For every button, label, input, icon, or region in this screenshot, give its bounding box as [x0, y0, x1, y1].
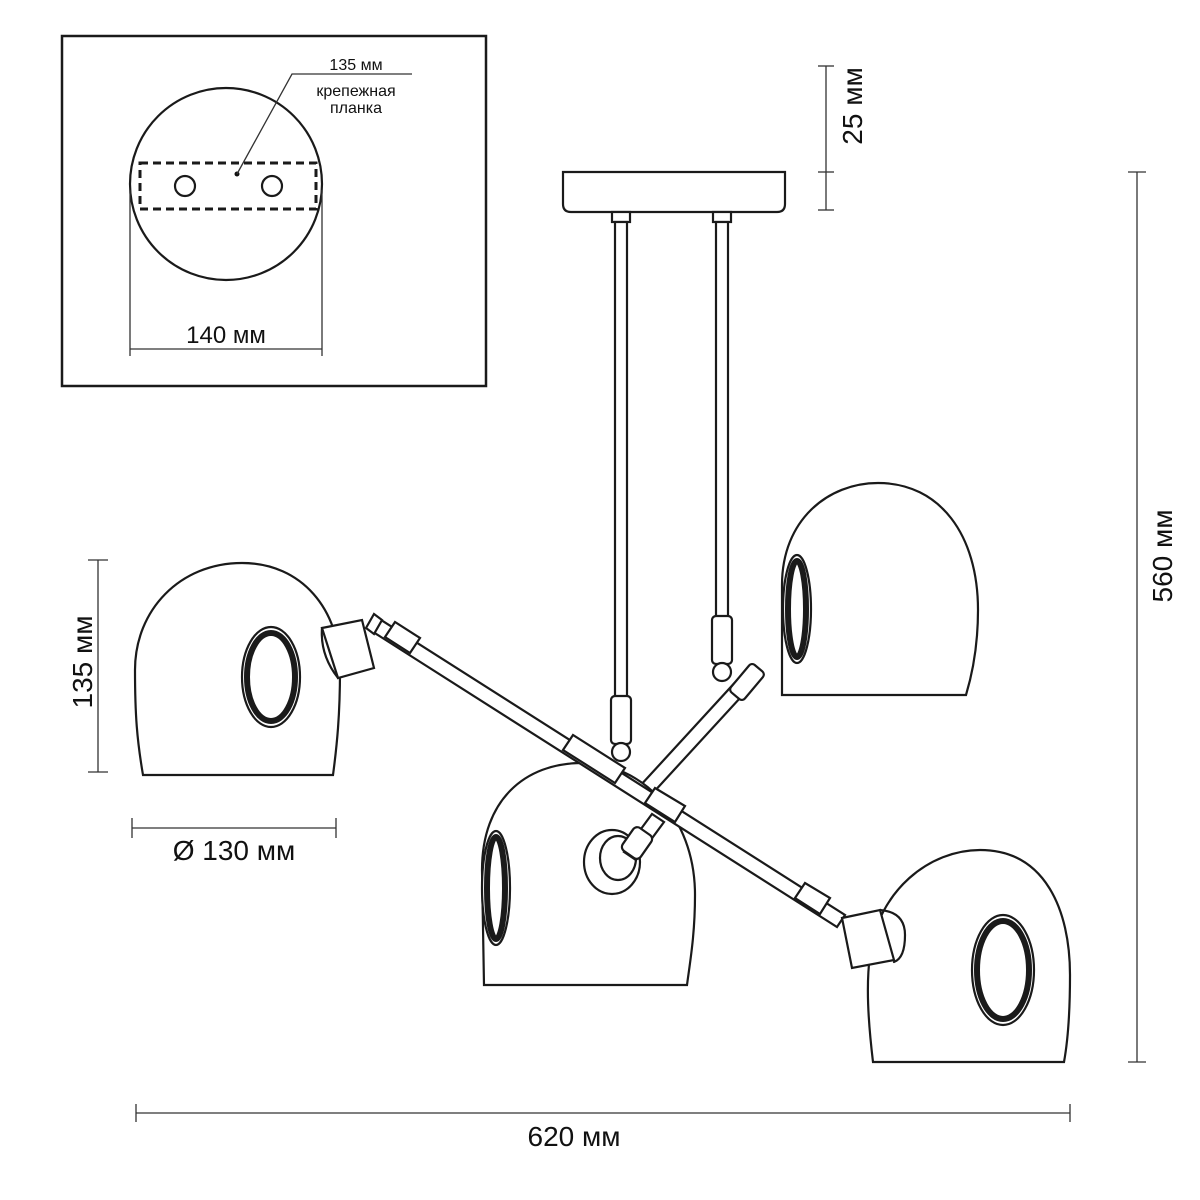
arm-main-tip — [364, 612, 384, 636]
shade-opening — [240, 625, 302, 729]
dimension-total-height: 560 мм — [1128, 171, 1178, 1063]
socket-edge — [878, 908, 907, 964]
rod-right — [714, 220, 730, 622]
dimension-shade-height: 135 мм — [67, 559, 108, 773]
shade-opening-rim — [244, 630, 298, 724]
dimension-canopy-height: 25 мм — [818, 65, 868, 211]
canopy-height-label: 25 мм — [837, 67, 868, 144]
shade-back-right — [780, 481, 980, 697]
shade-body — [866, 848, 1072, 1064]
plate-name-line1: крепежная — [316, 83, 395, 100]
shade-diameter-label: Ø 130 мм — [173, 835, 296, 866]
inset-frame — [60, 34, 488, 388]
arm-rear-front — [620, 812, 666, 862]
mounting-plate — [138, 161, 318, 211]
shade-height-label: 135 мм — [67, 616, 98, 709]
plate-length-label: 135 мм — [329, 57, 382, 74]
rod-joint-right — [710, 614, 734, 666]
screw-hole-left — [173, 174, 197, 198]
dimension-shade-diameter: Ø 130 мм — [131, 818, 337, 866]
rod-joint-left — [609, 694, 633, 746]
arm-main-collar-left — [383, 620, 422, 655]
canopy-side — [561, 170, 787, 214]
rod-cap-right — [711, 210, 733, 224]
shade-opening-rim — [785, 558, 809, 660]
canopy-circle — [128, 86, 324, 282]
pivot-right — [711, 661, 733, 683]
arm-main-collar-center-right — [643, 786, 687, 824]
rod-cap-left — [610, 210, 632, 224]
shade-socket — [320, 618, 376, 680]
pivot-left — [610, 741, 632, 763]
canopy-inset: 135 мм крепежная планка 140 мм — [60, 34, 488, 388]
shade-front-right — [840, 848, 1072, 1064]
shade-socket — [840, 908, 896, 970]
canopy-and-rods — [561, 170, 787, 763]
total-height-label: 560 мм — [1147, 510, 1178, 603]
screw-hole-right — [260, 174, 284, 198]
rod-left — [613, 220, 629, 702]
shade-opening-rim — [484, 834, 508, 942]
total-width-label: 620 мм — [528, 1121, 621, 1152]
shade-left — [133, 561, 376, 777]
plate-name-line2: планка — [330, 100, 382, 117]
canopy-diameter-label: 140 мм — [186, 322, 266, 349]
arm-main-collar-right — [793, 881, 832, 916]
shade-body — [133, 561, 342, 777]
arm-main — [364, 612, 847, 929]
arm-rear-end-cap — [620, 826, 654, 860]
plate-leader-line — [236, 73, 412, 175]
shade-body — [780, 481, 980, 697]
arm-main-collar-center-left — [561, 733, 627, 785]
shade-opening — [970, 913, 1036, 1027]
arm-rear-sleeve — [729, 662, 765, 702]
shade-opening-rim — [974, 918, 1032, 1022]
dimension-total-width: 620 мм — [135, 1104, 1071, 1152]
socket-edge — [320, 626, 340, 680]
